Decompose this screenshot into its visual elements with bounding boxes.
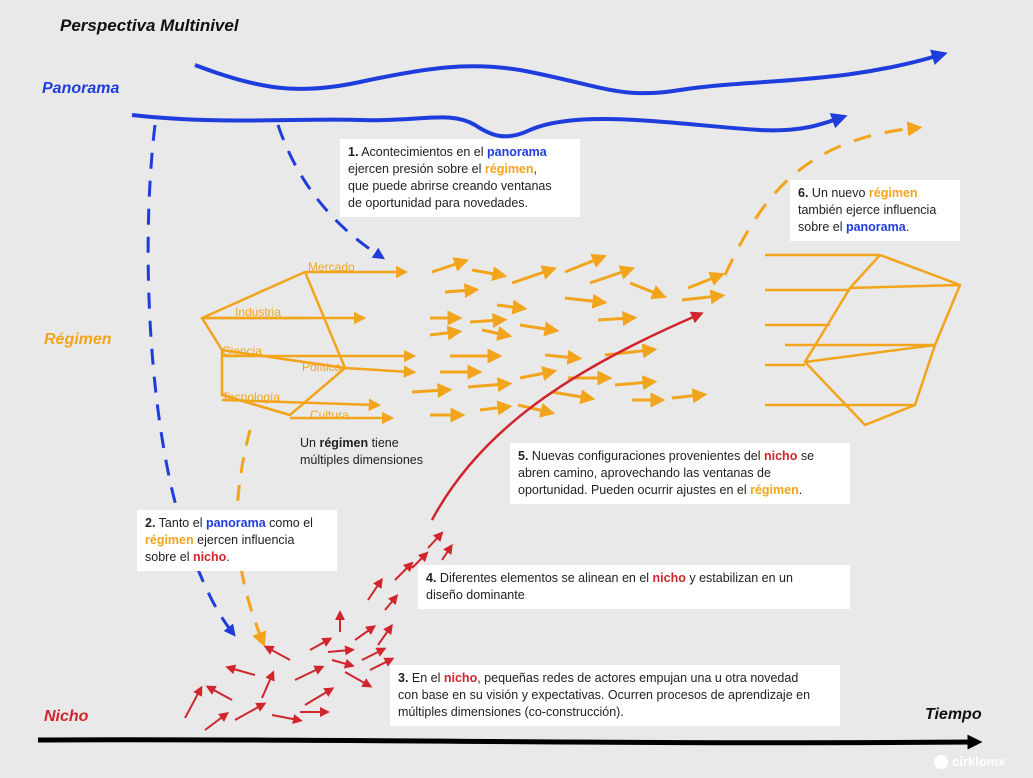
dimension-tecnologia: Tecnología bbox=[222, 390, 281, 404]
brand-logo: cirklomx bbox=[934, 754, 1005, 769]
diagram-title: Perspectiva Multinivel bbox=[60, 16, 239, 35]
panorama-wave-bottom bbox=[131, 113, 848, 139]
time-axis bbox=[37, 734, 983, 750]
annotation-box-4: 4. Diferentes elementos se alinean en el… bbox=[418, 565, 850, 609]
time-axis-label: Tiempo bbox=[925, 706, 982, 723]
panorama-to-regime-arrow bbox=[276, 124, 386, 260]
regime-dimensions-network bbox=[200, 265, 417, 425]
dimension-ciencia: Ciencia bbox=[222, 344, 263, 358]
dimension-cultura: Cultura bbox=[310, 408, 349, 422]
logo-mark-icon bbox=[934, 754, 948, 769]
annotation-box-1: 1. Acontecimientos en el panorama ejerce… bbox=[340, 139, 580, 217]
panorama-label: Panorama bbox=[42, 80, 120, 97]
nicho-label: Nicho bbox=[44, 708, 89, 725]
annotation-box-3: 3. En el nicho, pequeñas redes de actore… bbox=[390, 665, 840, 726]
new-regime-network bbox=[765, 253, 962, 427]
niche-element-arrows bbox=[184, 531, 453, 731]
annotation-box-6: 6. Un nuevo régimen también ejerce influ… bbox=[790, 180, 960, 241]
panorama-to-niche-arrow bbox=[146, 124, 236, 637]
regimen-label: Régimen bbox=[44, 331, 112, 348]
dimension-industria: Industria bbox=[235, 305, 282, 319]
panorama-wave-top bbox=[194, 49, 948, 96]
dimension-mercado: Mercado bbox=[308, 260, 355, 274]
annotation-box-5: 5. Nuevas configuraciones provenientes d… bbox=[510, 443, 850, 504]
niche-breakthrough-arrow bbox=[430, 311, 704, 521]
logo-text: cirklomx bbox=[952, 754, 1006, 769]
regime-element-arrows bbox=[411, 253, 726, 423]
dimension-politica: Política bbox=[302, 360, 342, 374]
annotation-box-2: 2. Tanto el panorama como el régimen eje… bbox=[137, 510, 337, 571]
regimen-dimensions-note: Un régimen tiene múltiples dimensiones bbox=[300, 436, 423, 467]
